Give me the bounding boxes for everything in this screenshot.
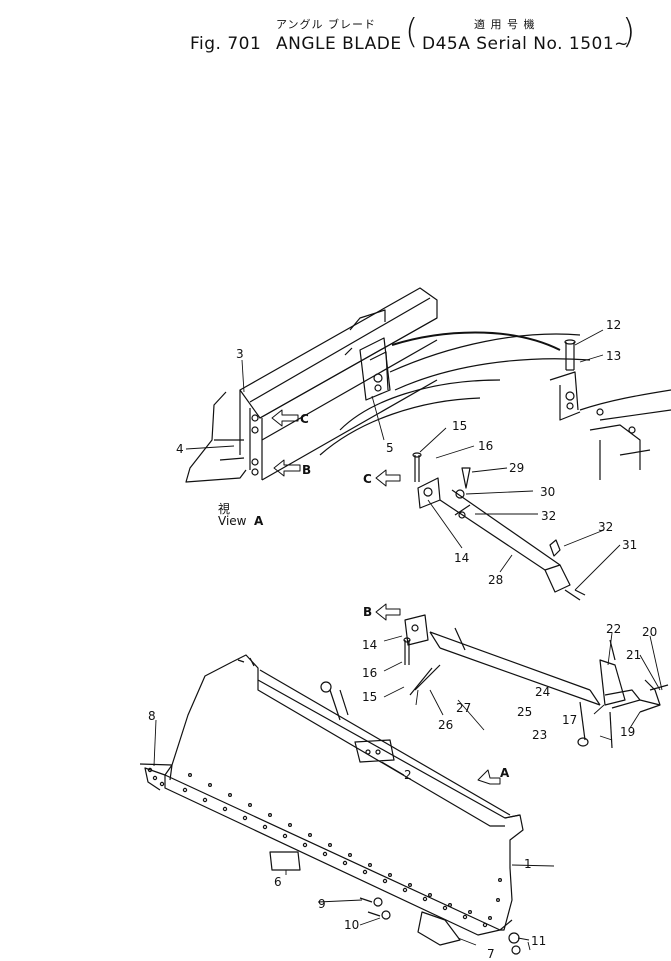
part-15-lower: 15 — [362, 690, 377, 704]
label-c-lower: C — [363, 472, 372, 486]
part-7: 7 — [487, 947, 495, 961]
label-a-arrow: A — [500, 766, 510, 780]
cylinder-assembly-upper — [412, 452, 586, 601]
part-1: 1 — [524, 857, 532, 871]
part-16-lower: 16 — [362, 666, 377, 680]
cylinder-assembly-lower — [320, 614, 669, 749]
part-13: 13 — [606, 349, 621, 363]
part-28: 28 — [488, 573, 503, 587]
part-20: 20 — [642, 625, 657, 639]
part-17: 17 — [562, 713, 577, 727]
part-32-lower: 32 — [541, 509, 556, 523]
part-4: 4 — [176, 442, 184, 456]
part-29: 29 — [509, 461, 524, 475]
paren-open: ( — [405, 12, 419, 52]
part-9: 9 — [318, 897, 326, 911]
part-23: 23 — [532, 728, 547, 742]
arrow-a — [477, 769, 501, 785]
view-label: View — [218, 514, 247, 528]
view-letter-a: A — [254, 514, 264, 528]
part-2: 2 — [404, 768, 412, 782]
arrow-c-upper — [271, 409, 299, 427]
part-21: 21 — [626, 648, 641, 662]
part-3: 3 — [236, 347, 244, 361]
figure-header: アングル ブレード Fig. 701 ANGLE BLADE ( 適 用 号 機… — [0, 12, 671, 64]
view-kanji: 視 — [218, 501, 230, 516]
blade-back-view — [185, 287, 671, 483]
part-14-lower: 14 — [362, 638, 377, 652]
part-8: 8 — [148, 709, 156, 723]
part-24: 24 — [535, 685, 550, 699]
part-26: 26 — [438, 718, 453, 732]
part-14-upper: 14 — [454, 551, 469, 565]
arrow-b-upper — [273, 459, 301, 477]
arrow-c-lower — [375, 469, 401, 487]
part-15-upper: 15 — [452, 419, 467, 433]
view-arrows — [271, 409, 501, 785]
serial-japanese: 適 用 号 機 — [474, 18, 536, 31]
part-16-upper: 16 — [478, 439, 493, 453]
part-27: 27 — [456, 701, 471, 715]
part-22: 22 — [606, 622, 621, 636]
part-6: 6 — [274, 875, 282, 889]
part-31: 31 — [622, 538, 637, 552]
label-b-lower: B — [363, 605, 372, 619]
arrow-b-lower — [375, 603, 401, 621]
part-19: 19 — [620, 725, 635, 739]
part-10: 10 — [344, 918, 359, 932]
part-11: 11 — [531, 934, 546, 948]
serial-number: D45A Serial No. 1501~ — [422, 34, 629, 54]
leader-lines — [153, 329, 663, 951]
main-blade — [139, 654, 524, 955]
part-12: 12 — [606, 318, 621, 332]
figure-title: ANGLE BLADE — [276, 34, 402, 54]
part-5: 5 — [386, 441, 394, 455]
figure-number: Fig. 701 — [190, 34, 262, 54]
label-b-upper: B — [302, 463, 311, 477]
label-c-upper: C — [300, 412, 309, 426]
paren-close: ) — [622, 12, 636, 52]
part-numbers: 1 2 3 4 5 6 7 8 9 10 11 12 13 14 14 15 1… — [148, 318, 657, 961]
title-japanese: アングル ブレード — [276, 18, 377, 31]
part-25: 25 — [517, 705, 532, 719]
part-30: 30 — [540, 485, 555, 499]
part-32-upper: 32 — [598, 520, 613, 534]
